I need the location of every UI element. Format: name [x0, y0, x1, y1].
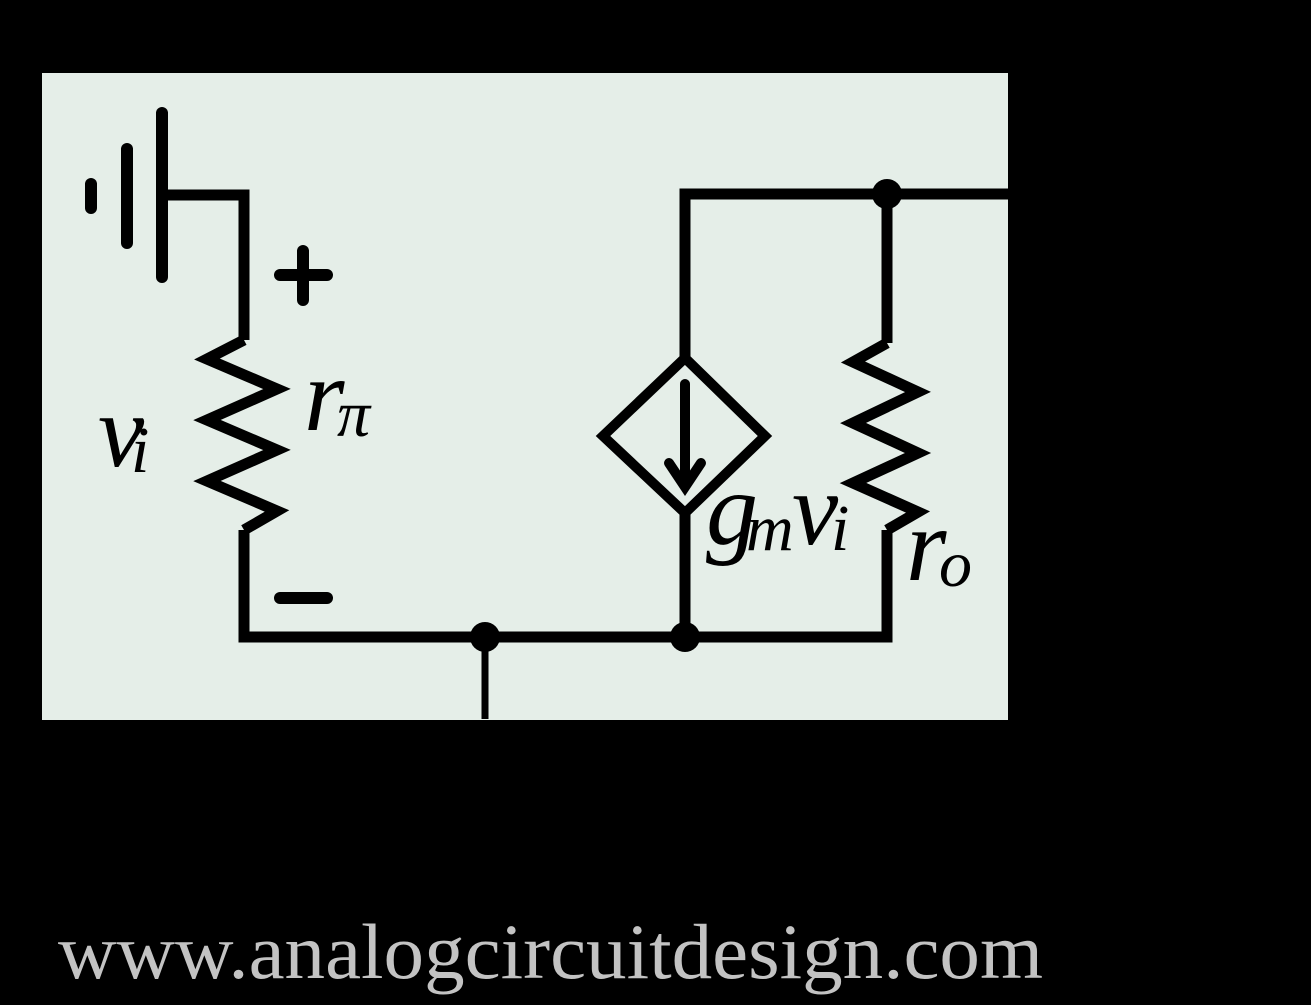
- rpi-label-main: r: [304, 338, 345, 453]
- gmvi-label-vsub: i: [831, 492, 849, 565]
- current-arrow-head-icon: [664, 458, 706, 497]
- plus-sign: +: [274, 245, 333, 306]
- gmvi-label: g m v i: [706, 452, 849, 567]
- vi-label-main: v: [98, 374, 145, 489]
- rpi-label-sub: π: [337, 378, 372, 451]
- current-source-diamond: [595, 351, 773, 520]
- controlled-current-source: [595, 351, 773, 520]
- gmvi-label-g: g: [706, 452, 758, 567]
- rpi-resistor: [193, 335, 291, 535]
- ro-label-sub: o: [939, 528, 972, 601]
- junction-dot-bottom-left: [470, 622, 500, 652]
- ro-label-main: r: [906, 488, 947, 603]
- input-wire: [162, 189, 250, 340]
- bottom-rail-wire: [238, 530, 893, 643]
- gmvi-label-gsub: m: [746, 492, 794, 565]
- circuit-panel-background: [42, 73, 1008, 720]
- vi-label-sub: i: [131, 414, 149, 487]
- gmvi-label-v: v: [792, 452, 839, 567]
- junction-dot-top-right: [872, 179, 902, 209]
- ro-resistor: [839, 338, 932, 535]
- junction-dot-bottom-middle: [670, 622, 700, 652]
- vi-label: v i: [98, 374, 149, 489]
- watermark-text: www.analogcircuitdesign.com: [58, 908, 1043, 995]
- rpi-label: r π: [304, 338, 372, 453]
- ro-label: r o: [906, 488, 972, 603]
